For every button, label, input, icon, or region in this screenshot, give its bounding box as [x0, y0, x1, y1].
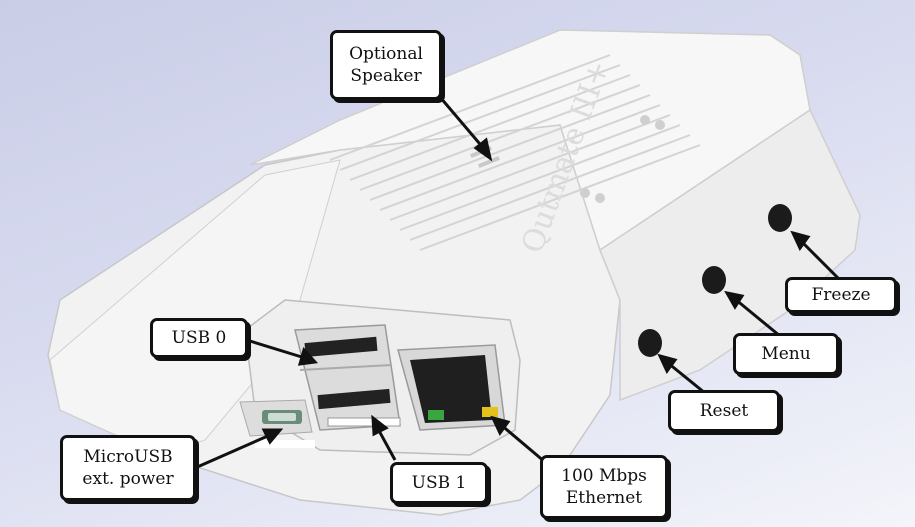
- callout-optional-speaker: Optional Speaker: [330, 30, 442, 100]
- callout-label: Optional Speaker: [349, 44, 423, 86]
- callout-usb-0: USB 0: [150, 318, 248, 358]
- callout-label: MicroUSB ext. power: [82, 447, 174, 489]
- side-buttons: [638, 204, 792, 357]
- callout-label: Freeze: [811, 285, 871, 305]
- case-top-face: [249, 29, 811, 252]
- callout-microusb-power: MicroUSB ext. power: [60, 435, 196, 501]
- callout-reset: Reset: [668, 390, 780, 432]
- callout-label: USB 0: [171, 328, 227, 348]
- callout-label: Reset: [699, 401, 749, 421]
- callout-label: Menu: [761, 344, 811, 364]
- pointer-arrows: [194, 96, 842, 470]
- callout-label: 100 Mbps Ethernet: [561, 466, 647, 508]
- ethernet-port: [397, 344, 506, 431]
- callout-freeze: Freeze: [785, 277, 897, 313]
- vent-grooves: [329, 54, 701, 251]
- usb-ports: [294, 324, 401, 431]
- callout-usb-1: USB 1: [390, 462, 488, 504]
- top-dots: [580, 115, 665, 203]
- callout-label: USB 1: [411, 473, 467, 493]
- microusb-port: [239, 399, 315, 448]
- callout-menu: Menu: [733, 333, 839, 375]
- callout-ethernet: 100 Mbps Ethernet: [540, 455, 668, 519]
